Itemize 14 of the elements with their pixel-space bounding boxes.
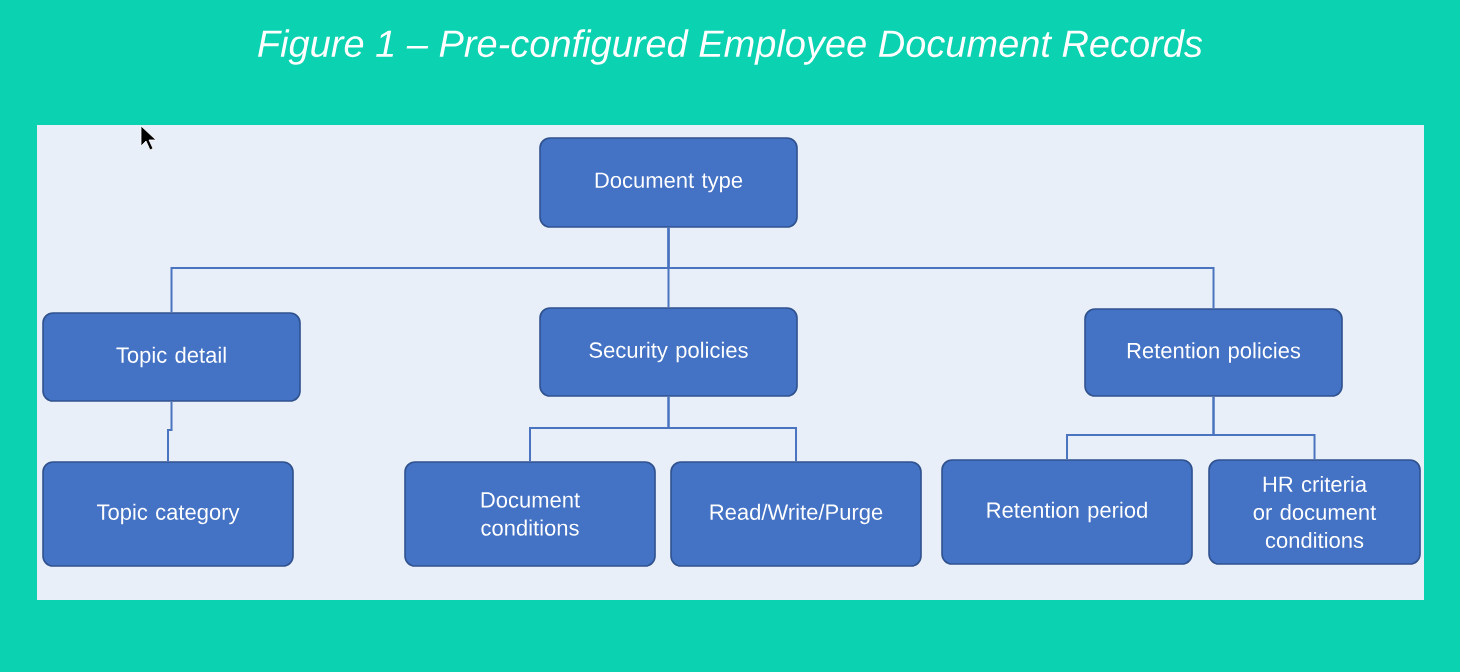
process-box: Document conditions [404, 461, 656, 567]
process-box: Document type [539, 137, 798, 228]
process-box: Security policies [539, 307, 798, 397]
process-box: Topic category [42, 461, 294, 567]
connector-line [167, 400, 173, 463]
process-box: HR criteria or document conditions [1208, 459, 1421, 565]
connector-line [667, 226, 1215, 310]
process-box: Retention policies [1084, 308, 1343, 397]
process-box: Topic detail [42, 312, 301, 402]
process-box: Read/Write/Purge [670, 461, 922, 567]
connector-line [1212, 395, 1316, 461]
connector-line [667, 395, 797, 463]
title: Figure 1 – Pre-configured Employee Document Records [258, 29, 1203, 65]
process-box: Retention period [941, 459, 1193, 565]
